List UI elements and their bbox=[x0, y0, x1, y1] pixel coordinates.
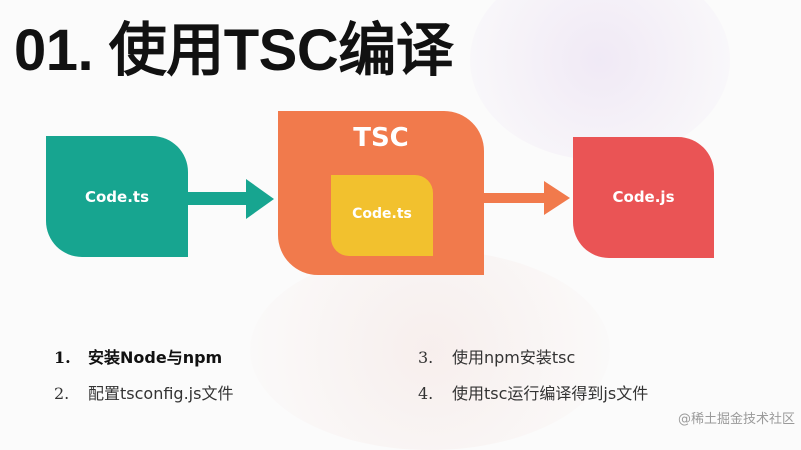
output-code-label: Code.js bbox=[612, 188, 675, 206]
background-decoration-bottom bbox=[250, 250, 610, 450]
step-text: 配置tsconfig.js文件 bbox=[88, 384, 234, 403]
step-number: 2. bbox=[54, 384, 70, 403]
source-code-label: Code.ts bbox=[84, 188, 150, 206]
step-number: 3. bbox=[418, 348, 434, 367]
tsc-input-code-label: Code.ts bbox=[352, 206, 412, 222]
arrow-right-icon bbox=[484, 181, 570, 215]
step-text: 使用tsc运行编译得到js文件 bbox=[452, 384, 649, 403]
arrow-shaft bbox=[484, 193, 546, 203]
arrow-right-icon bbox=[188, 179, 274, 219]
arrow-head bbox=[246, 179, 274, 219]
step-text: 安装Node与npm bbox=[88, 348, 223, 367]
arrow-shaft bbox=[188, 192, 248, 205]
list-item: 2. 配置tsconfig.js文件 bbox=[54, 380, 233, 404]
tsc-input-code-box: Code.ts bbox=[331, 175, 433, 256]
step-number: 1. bbox=[54, 348, 71, 367]
list-item: 1. 安装Node与npm bbox=[54, 344, 222, 368]
source-code-box: Code.ts bbox=[46, 136, 188, 257]
output-code-box: Code.js bbox=[573, 137, 714, 258]
slide-title: 01. 使用TSC编译 bbox=[14, 18, 454, 83]
tsc-label: TSC bbox=[353, 123, 409, 153]
watermark-text: @稀土掘金技术社区 bbox=[677, 412, 795, 427]
step-number: 4. bbox=[418, 384, 434, 403]
background-decoration-top bbox=[470, 0, 730, 160]
list-item: 4. 使用tsc运行编译得到js文件 bbox=[418, 380, 648, 404]
arrow-head bbox=[544, 181, 570, 215]
list-item: 3. 使用npm安装tsc bbox=[418, 344, 575, 368]
step-text: 使用npm安装tsc bbox=[452, 348, 576, 367]
